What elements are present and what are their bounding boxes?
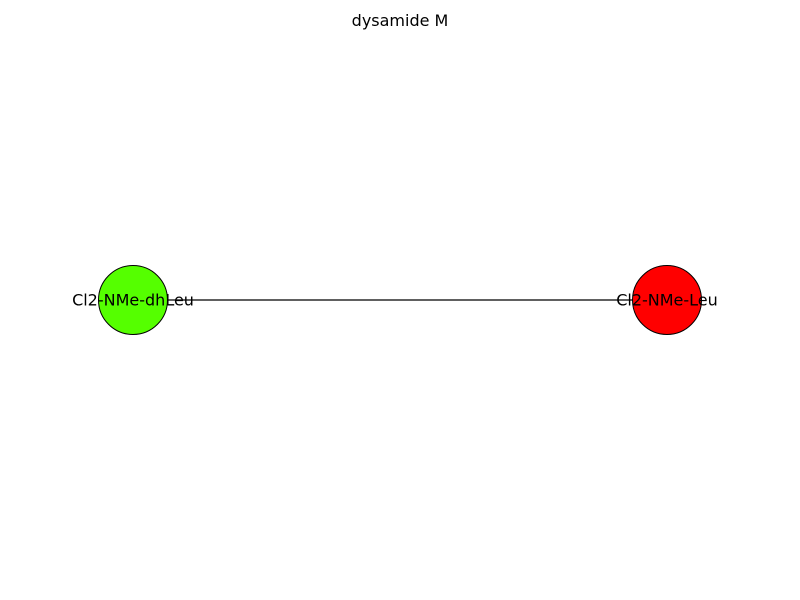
node-circle-cl2-nme-dhleu [98, 265, 168, 335]
node-cl2-nme-dhleu: Cl2-NMe-dhLeu [72, 265, 194, 335]
diagram-title: dysamide M [351, 11, 449, 30]
node-label-cl2-nme-leu: Cl2-NMe-Leu [616, 291, 718, 310]
node-circle-cl2-nme-leu [632, 265, 702, 335]
node-label-cl2-nme-dhleu: Cl2-NMe-dhLeu [72, 291, 194, 310]
node-cl2-nme-leu: Cl2-NMe-Leu [616, 265, 718, 335]
